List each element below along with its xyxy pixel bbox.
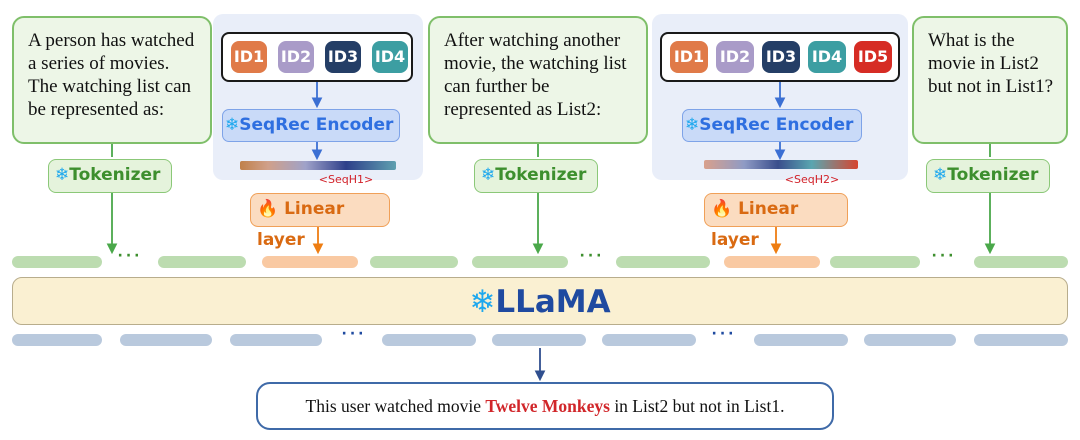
output-token [864,334,956,346]
list2-id-group: ID1 ID2 ID3 ID4 ID5 [660,32,900,82]
list2-seq-token: <SeqH2> [784,173,840,186]
snowflake-icon: ❄ [933,165,948,185]
list2-id-chip: ID5 [854,41,892,73]
snowflake-icon: ❄ [55,165,70,185]
output-highlight: Twelve Monkeys [485,396,610,416]
output-sentence: This user watched movie Twelve Monkeys i… [256,382,834,430]
output-token [974,334,1068,346]
list2-id-chip: ID4 [808,41,846,73]
text-box-3: What is the movie in List2 but not in Li… [912,16,1068,144]
text-box-1: A person has watched a series of movies.… [12,16,212,144]
tokenizer-2-label: Tokenizer [495,165,587,185]
tokenizer-3-label: Tokenizer [947,165,1039,185]
output-token [492,334,586,346]
input-token [974,256,1068,268]
list2-seq-embedding-bar [704,160,858,169]
list1-seq-token: <SeqH1> [318,173,374,186]
input-ellipsis: ··· [931,248,957,264]
list2-seqrec-encoder: ❄SeqRec Encoder [682,109,862,142]
list1-seqrec-encoder: ❄SeqRec Encoder [222,109,400,142]
list1-linear-layer: 🔥 Linear layer [250,193,390,250]
list2-encoder-label: SeqRec Encoder [699,115,854,135]
snowflake-icon: ❄ [481,165,496,185]
output-token [602,334,696,346]
output-token [120,334,212,346]
input-token [158,256,246,268]
output-ellipsis: ··· [711,326,737,342]
input-token [12,256,102,268]
input-token [616,256,710,268]
tokenizer-1: ❄Tokenizer [48,159,172,193]
llama-block: ❄LLaMA [12,277,1068,325]
list2-linear-label: Linear layer [711,199,799,250]
snowflake-icon: ❄ [469,284,496,320]
list1-id-group: ID1 ID2 ID3 ID4 [221,32,413,82]
llama-label: LLaMA [495,284,611,320]
input-token [370,256,458,268]
text-box-2-text: After watching another movie, the watchi… [444,30,627,120]
input-ellipsis: ··· [579,248,605,264]
llama-title: ❄LLaMA [13,278,1067,326]
input-ellipsis: ··· [117,248,143,264]
input-seq-token [262,256,358,268]
input-seq-token [724,256,820,268]
text-box-2: After watching another movie, the watchi… [428,16,648,144]
list2-id-chip: ID1 [670,41,708,73]
flame-icon: 🔥 [711,199,733,219]
flame-icon: 🔥 [257,199,279,219]
tokenizer-3: ❄Tokenizer [926,159,1050,193]
input-token [472,256,568,268]
list1-id-chip: ID4 [372,41,408,73]
text-box-1-text: A person has watched a series of movies.… [28,30,195,120]
text-box-3-text: What is the movie in List2 but not in Li… [928,30,1054,97]
output-ellipsis: ··· [341,326,367,342]
list1-id-chip: ID1 [231,41,267,73]
output-prefix: This user watched movie [305,396,486,416]
input-token [830,256,920,268]
output-token [12,334,102,346]
list1-encoder-label: SeqRec Encoder [239,115,394,135]
tokenizer-1-label: Tokenizer [69,165,161,185]
output-token [754,334,848,346]
output-token [382,334,476,346]
tokenizer-2: ❄Tokenizer [474,159,598,193]
output-suffix: in List2 but not in List1. [609,396,785,416]
output-token [230,334,322,346]
list2-id-chip: ID3 [762,41,800,73]
list2-id-chip: ID2 [716,41,754,73]
list1-id-chip: ID3 [325,41,361,73]
snowflake-icon: ❄ [685,115,700,135]
list1-seq-embedding-bar [240,161,396,170]
list1-id-chip: ID2 [278,41,314,73]
list2-linear-layer: 🔥 Linear layer [704,193,848,250]
snowflake-icon: ❄ [225,115,240,135]
list1-linear-label: Linear layer [257,199,345,250]
